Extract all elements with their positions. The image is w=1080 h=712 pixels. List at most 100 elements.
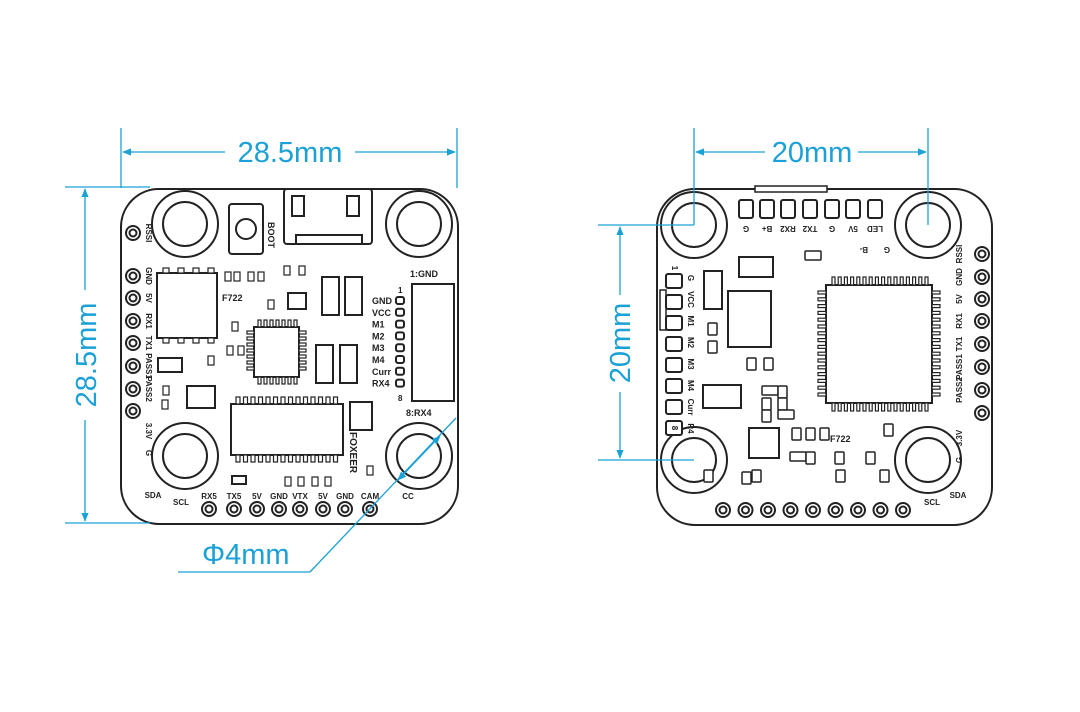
smd-part <box>777 385 788 399</box>
chip-pin <box>257 396 264 405</box>
chip-pin <box>177 267 185 274</box>
chip-pin <box>899 402 904 412</box>
chip-pin <box>281 319 286 328</box>
chip-pin <box>924 276 929 286</box>
solder-pad <box>759 199 775 219</box>
solder-pad <box>974 405 990 421</box>
chip-pin <box>287 376 292 385</box>
chip-pin <box>272 454 279 463</box>
smd-part <box>805 427 816 441</box>
mcu-chip <box>825 284 933 404</box>
pad-label: M3 <box>372 343 385 353</box>
solder-pad <box>125 335 141 351</box>
pad-label: 3.3V <box>955 429 964 446</box>
chip-pin <box>332 454 339 463</box>
chip-pin <box>263 319 268 328</box>
pad-label: GND <box>336 492 354 501</box>
smd-part <box>257 271 265 282</box>
chip-pin <box>242 454 249 463</box>
back-height-label: 20mm <box>605 303 637 384</box>
chip-pin <box>831 276 836 286</box>
solder-pad <box>665 420 683 436</box>
regulator <box>702 384 742 409</box>
chip-pin <box>280 454 286 463</box>
smd-part <box>366 465 374 476</box>
chip-pin <box>295 396 301 405</box>
smd-part <box>162 385 170 396</box>
pad-label: TX5 <box>227 492 242 501</box>
chip-pin <box>880 402 886 412</box>
pad-label: PASS2 <box>955 377 964 403</box>
smd-part <box>231 321 239 332</box>
chip-pin <box>880 276 886 286</box>
pad-label: RSSI <box>955 245 964 264</box>
solder-pad <box>845 199 861 219</box>
pad-label: M4 <box>686 380 695 392</box>
chip-pin <box>281 376 286 385</box>
pad-label: RX4 <box>372 379 390 389</box>
chip-pin <box>856 276 861 286</box>
solder-pad <box>125 381 141 397</box>
chip-pin <box>849 276 855 286</box>
chip-pin <box>817 351 827 356</box>
chip-pin <box>911 276 917 286</box>
pad-label: 3.3V <box>144 423 153 440</box>
smd-part <box>298 265 306 276</box>
chip-pin <box>325 454 331 463</box>
pad-label: 5V <box>144 293 153 303</box>
pad-label: 5V <box>318 492 328 501</box>
chip-pin <box>298 330 307 335</box>
chip-pin <box>817 317 827 322</box>
smd-part <box>805 451 816 465</box>
back-chip-label: F722 <box>830 434 851 444</box>
smd-part <box>879 469 890 483</box>
chip-pin <box>931 344 941 349</box>
height-dimension-label: 28.5mm <box>71 303 103 408</box>
chip-pin <box>246 366 255 371</box>
smd-part <box>283 265 291 276</box>
solder-pad <box>201 501 217 517</box>
chip-pin <box>862 402 867 412</box>
chip-pin <box>817 365 827 370</box>
capacitor <box>344 276 363 316</box>
chip-pin <box>332 396 339 405</box>
smd-part <box>791 427 802 441</box>
chip-pin <box>325 396 331 405</box>
pad-label: Curr <box>686 399 695 416</box>
chip-pin <box>287 319 292 328</box>
smd-part <box>835 469 846 483</box>
chip-pin <box>924 402 929 412</box>
chip-pin <box>269 376 274 385</box>
solder-pad <box>780 199 796 219</box>
chip-pin <box>931 297 941 302</box>
chip-pin <box>310 454 316 463</box>
chip-pin <box>849 402 855 412</box>
smd-part <box>761 385 779 396</box>
chip-pin <box>931 317 941 322</box>
front-dimensions <box>65 128 458 573</box>
smd-part <box>233 271 241 282</box>
solder-pad <box>974 359 990 375</box>
pad-label: PASS1 <box>955 354 964 380</box>
chip-pin <box>874 276 880 286</box>
solder-pad <box>974 269 990 285</box>
pad-label: PASS1 <box>144 353 153 379</box>
pad-label: PASS2 <box>144 376 153 402</box>
chip-pin <box>207 267 215 274</box>
pad-label: 1 <box>670 266 679 271</box>
chip-pin <box>250 454 256 463</box>
smd-part <box>707 322 718 336</box>
chip-pin <box>837 276 842 286</box>
solder-pad <box>125 225 141 241</box>
chip-pin <box>817 372 827 377</box>
chip-pin <box>905 276 911 286</box>
smd-part <box>804 250 822 261</box>
back-dimensions <box>598 128 929 461</box>
chip-pin <box>265 396 271 405</box>
chip-pin <box>868 276 873 286</box>
solder-pad <box>824 199 840 219</box>
chip-pin <box>162 337 170 344</box>
smd-part <box>777 397 788 411</box>
solder-pad <box>782 502 799 518</box>
capacitor <box>321 276 340 316</box>
